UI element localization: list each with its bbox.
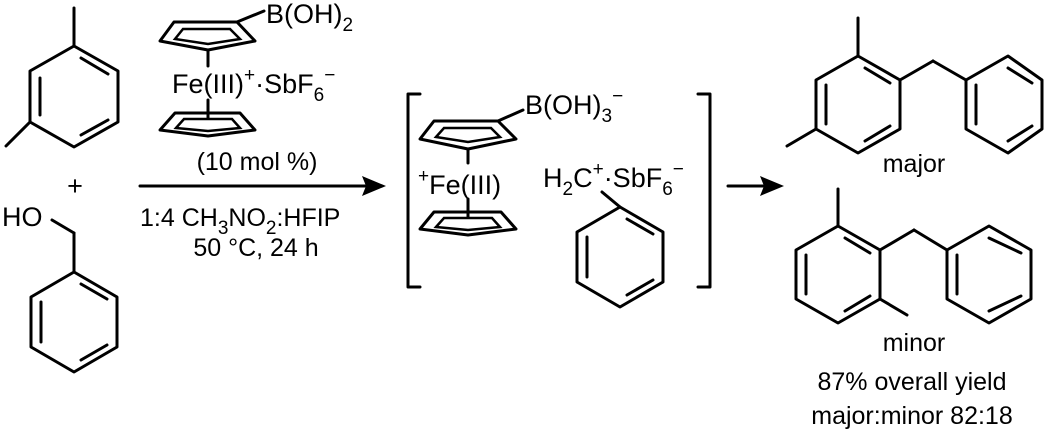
benzyl-cation-label: H2C+·SbF6− xyxy=(543,159,684,200)
minor-product-structure xyxy=(794,187,1033,325)
benzyl-cation-structure xyxy=(575,190,665,309)
yield-text: 87% overall yield xyxy=(818,368,1007,396)
catalyst-loading-text: (10 mol %) xyxy=(197,148,318,176)
reaction-arrow-1 xyxy=(138,176,386,196)
temperature-time-text: 50 °C, 24 h xyxy=(193,234,318,262)
catalyst-iron-label: Fe(III)+·SbF6− xyxy=(172,65,335,106)
ferrocenium-iron-label: +Fe(III) xyxy=(418,166,501,200)
solvent-text: 1:4 CH3NO2:HFIP xyxy=(140,204,340,239)
intermediate-brackets xyxy=(406,92,712,289)
ratio-text: major:minor 82:18 xyxy=(811,402,1012,430)
major-product-structure xyxy=(785,16,1044,155)
catalyst-boronic-acid-label: B(OH)2 xyxy=(266,0,353,36)
ferrocenium-catalyst-structure xyxy=(158,9,266,138)
hydroxyl-label: HO xyxy=(2,202,43,232)
ferrocene-boronate-structure xyxy=(418,108,525,237)
m-xylene-structure xyxy=(4,6,120,149)
minor-label: minor xyxy=(883,329,946,357)
reaction-arrow-2 xyxy=(726,176,784,196)
major-label: major xyxy=(883,150,946,178)
boronate-label: B(OH)3− xyxy=(525,86,623,127)
benzyl-alcohol-structure xyxy=(29,218,119,374)
plus-sign: + xyxy=(67,171,83,201)
